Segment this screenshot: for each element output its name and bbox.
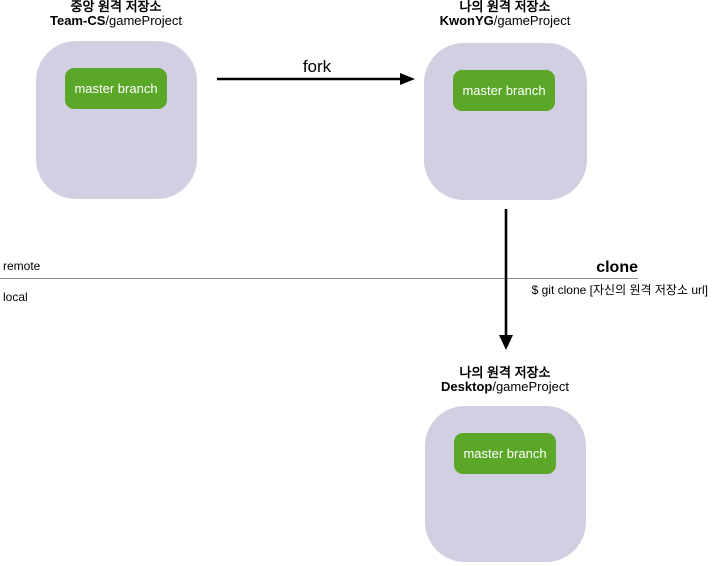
central-repo-box: master branch <box>36 41 197 199</box>
clone-command-text: $ git clone [자신의 원격 저장소 url] <box>531 283 708 297</box>
my-remote-repo-owner: KwonYG <box>439 13 494 28</box>
my-remote-repo-name: KwonYG/gameProject <box>415 14 595 27</box>
my-remote-repo-box: master branch <box>424 43 587 200</box>
my-local-repo-box: master branch <box>425 406 586 562</box>
my-remote-repo-caption: 나의 원격 저장소 KwonYG/gameProject <box>415 0 595 27</box>
my-local-master-branch-pill: master branch <box>454 433 556 474</box>
my-remote-repo-title: 나의 원격 저장소 <box>459 0 551 14</box>
remote-local-divider <box>0 278 638 279</box>
fork-arrow-label: fork <box>302 57 332 76</box>
my-local-repo-owner: Desktop <box>441 379 493 394</box>
my-local-repo-path: /gameProject <box>492 379 569 394</box>
my-local-repo-caption: 나의 원격 저장소 Desktop/gameProject <box>415 366 595 393</box>
my-local-repo-title: 나의 원격 저장소 <box>459 365 551 380</box>
clone-arrow <box>499 209 513 350</box>
central-master-branch-pill: master branch <box>65 68 167 109</box>
central-repo-caption: 중앙 원격 저장소 Team-CS/gameProject <box>26 0 206 27</box>
fork-arrowhead-icon <box>400 73 415 85</box>
fork-arrow <box>217 73 415 85</box>
central-repo-owner: Team-CS <box>50 13 106 28</box>
clone-arrowhead-icon <box>499 335 513 350</box>
my-local-repo-name: Desktop/gameProject <box>415 380 595 393</box>
central-repo-title: 중앙 원격 저장소 <box>70 0 162 14</box>
my-remote-master-branch-pill: master branch <box>453 70 555 111</box>
clone-arrow-label: clone <box>596 259 638 276</box>
my-remote-repo-path: /gameProject <box>493 13 571 28</box>
central-repo-name: Team-CS/gameProject <box>26 14 206 27</box>
remote-zone-label: remote <box>3 259 41 273</box>
central-repo-path: /gameProject <box>105 13 182 28</box>
local-zone-label: local <box>3 290 28 304</box>
